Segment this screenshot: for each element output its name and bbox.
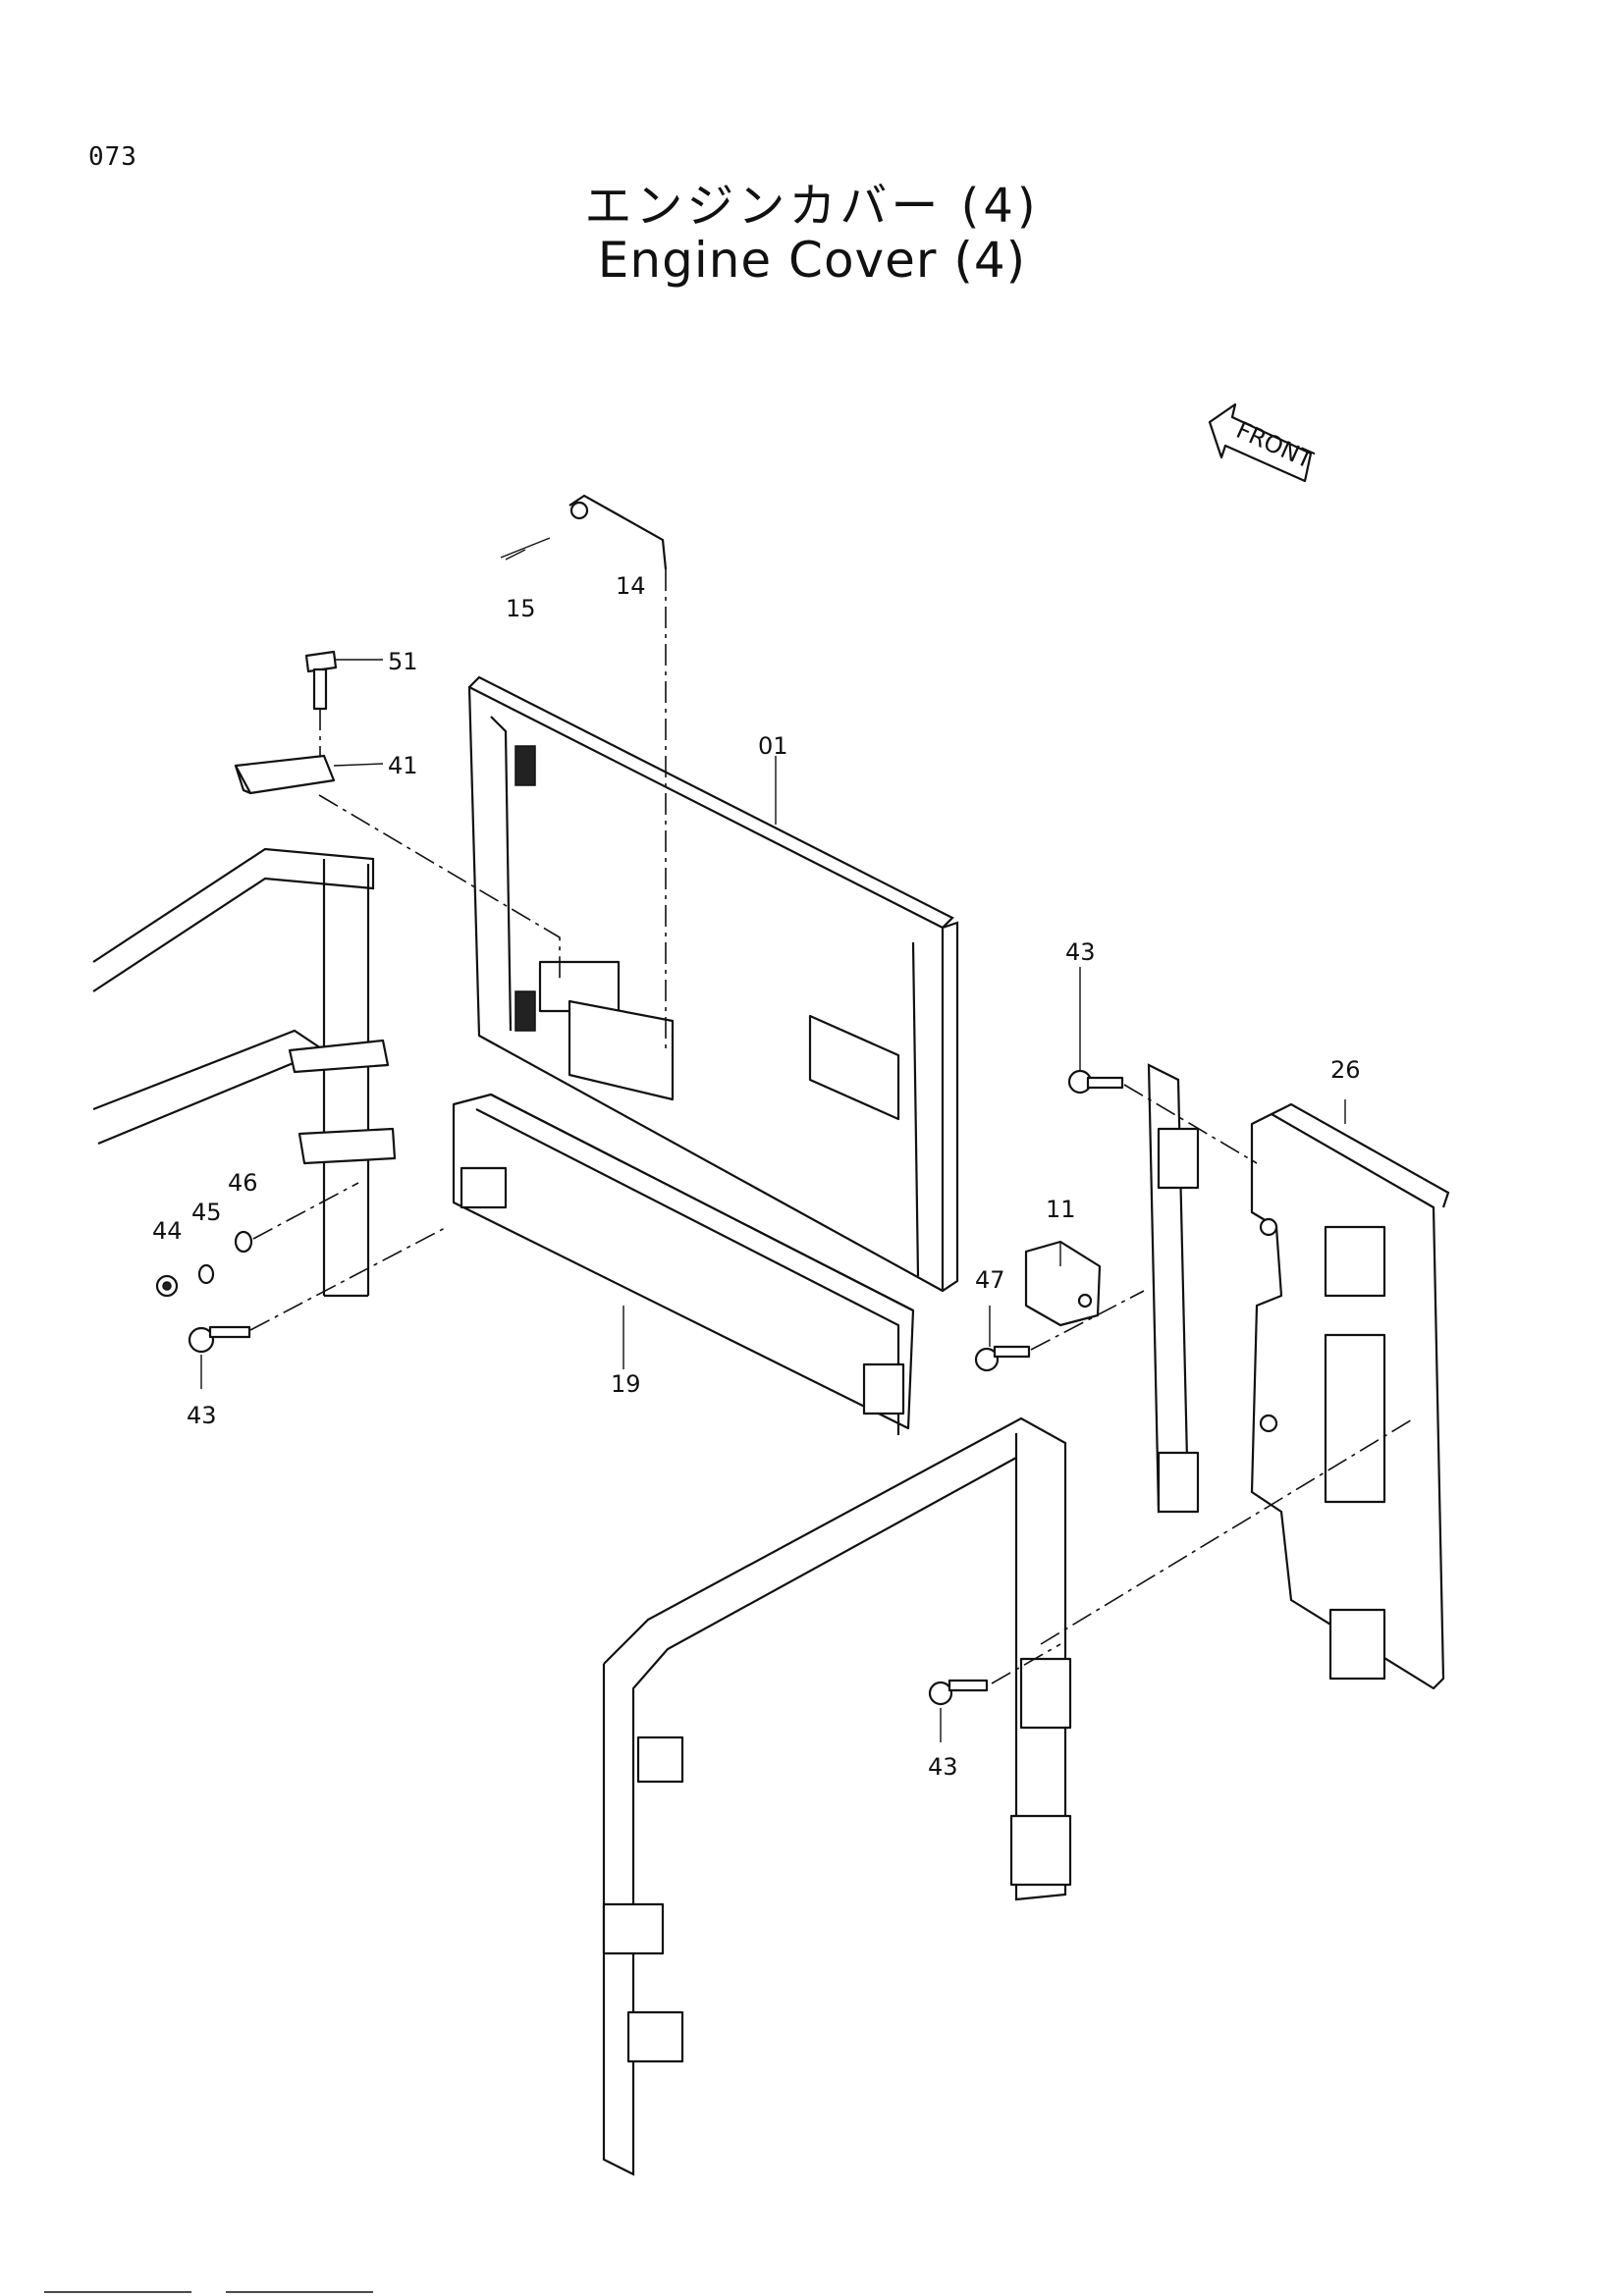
callout-14: 14 [616, 572, 646, 600]
callout-43-upper: 43 [1065, 938, 1096, 966]
callout-47: 47 [975, 1266, 1005, 1294]
callout-44: 44 [152, 1217, 183, 1245]
callout-41: 41 [388, 752, 418, 779]
lower-rail-19 [452, 1093, 915, 1435]
callout-46: 46 [228, 1169, 258, 1197]
callout-51: 51 [388, 648, 418, 675]
leader-lines [200, 756, 1346, 1742]
vertical-stay [1147, 1063, 1200, 1514]
engine-cover-panel-01 [467, 675, 959, 1293]
fasteners [155, 1069, 1415, 1706]
callout-43-lower: 43 [928, 1753, 958, 1781]
callout-26: 26 [1330, 1056, 1361, 1084]
left-frame-structure [92, 847, 397, 1298]
clip-pin-15 [500, 537, 551, 561]
bolt-51 [304, 650, 383, 756]
callout-45: 45 [191, 1199, 222, 1226]
callout-19: 19 [611, 1370, 641, 1398]
front-arrow-icon: FRONT [1208, 402, 1317, 483]
title-english: Engine Cover (4) [597, 232, 1027, 289]
support-rod-14 [568, 494, 668, 1050]
bracket-11 [1024, 1240, 1102, 1327]
callout-01: 01 [758, 732, 788, 760]
side-cover-26 [1250, 1102, 1450, 1690]
bottom-frame [602, 1416, 1072, 2176]
bracket-41 [234, 754, 561, 982]
callout-15: 15 [506, 595, 536, 622]
page-number: 073 [88, 142, 137, 172]
callout-43-left: 43 [187, 1402, 217, 1429]
title-japanese: エンジンカバー (4) [584, 179, 1040, 234]
callout-11: 11 [1046, 1196, 1076, 1223]
